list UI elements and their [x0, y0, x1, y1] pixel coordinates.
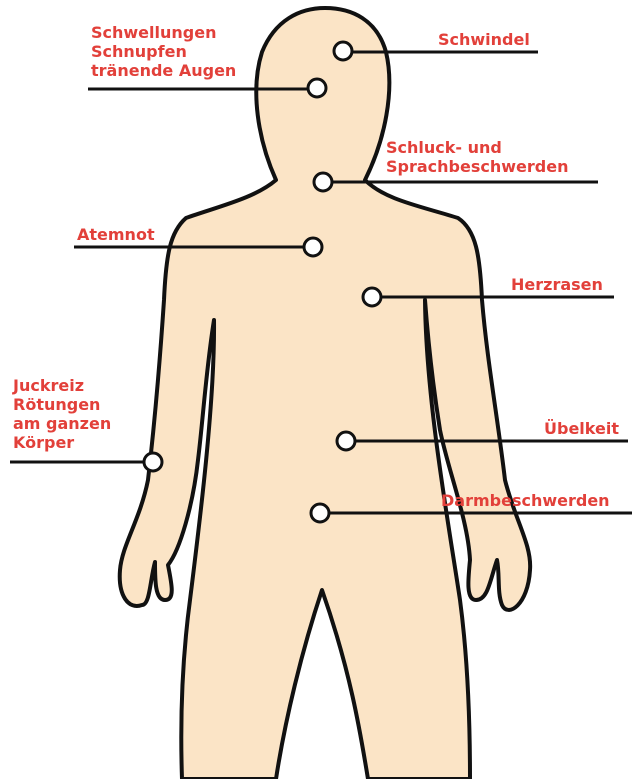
label-juckreiz: Juckreiz Rötungen am ganzen Körper	[13, 376, 111, 452]
marker-juckreiz	[144, 453, 162, 471]
marker-schluck	[314, 173, 332, 191]
marker-uebelkeit	[337, 432, 355, 450]
label-schwindel: Schwindel	[438, 30, 530, 49]
label-schwellungen: Schwellungen Schnupfen tränende Augen	[91, 23, 236, 80]
label-atemnot: Atemnot	[77, 225, 155, 244]
marker-schwellungen	[308, 79, 326, 97]
label-darm: Darmbeschwerden	[441, 491, 610, 510]
body-silhouette	[120, 8, 530, 779]
marker-darm	[311, 504, 329, 522]
label-schluck: Schluck- und Sprachbeschwerden	[386, 138, 568, 176]
label-herzrasen: Herzrasen	[511, 275, 603, 294]
label-uebelkeit: Übelkeit	[544, 419, 619, 438]
marker-herzrasen	[363, 288, 381, 306]
marker-atemnot	[304, 238, 322, 256]
marker-schwindel	[334, 42, 352, 60]
